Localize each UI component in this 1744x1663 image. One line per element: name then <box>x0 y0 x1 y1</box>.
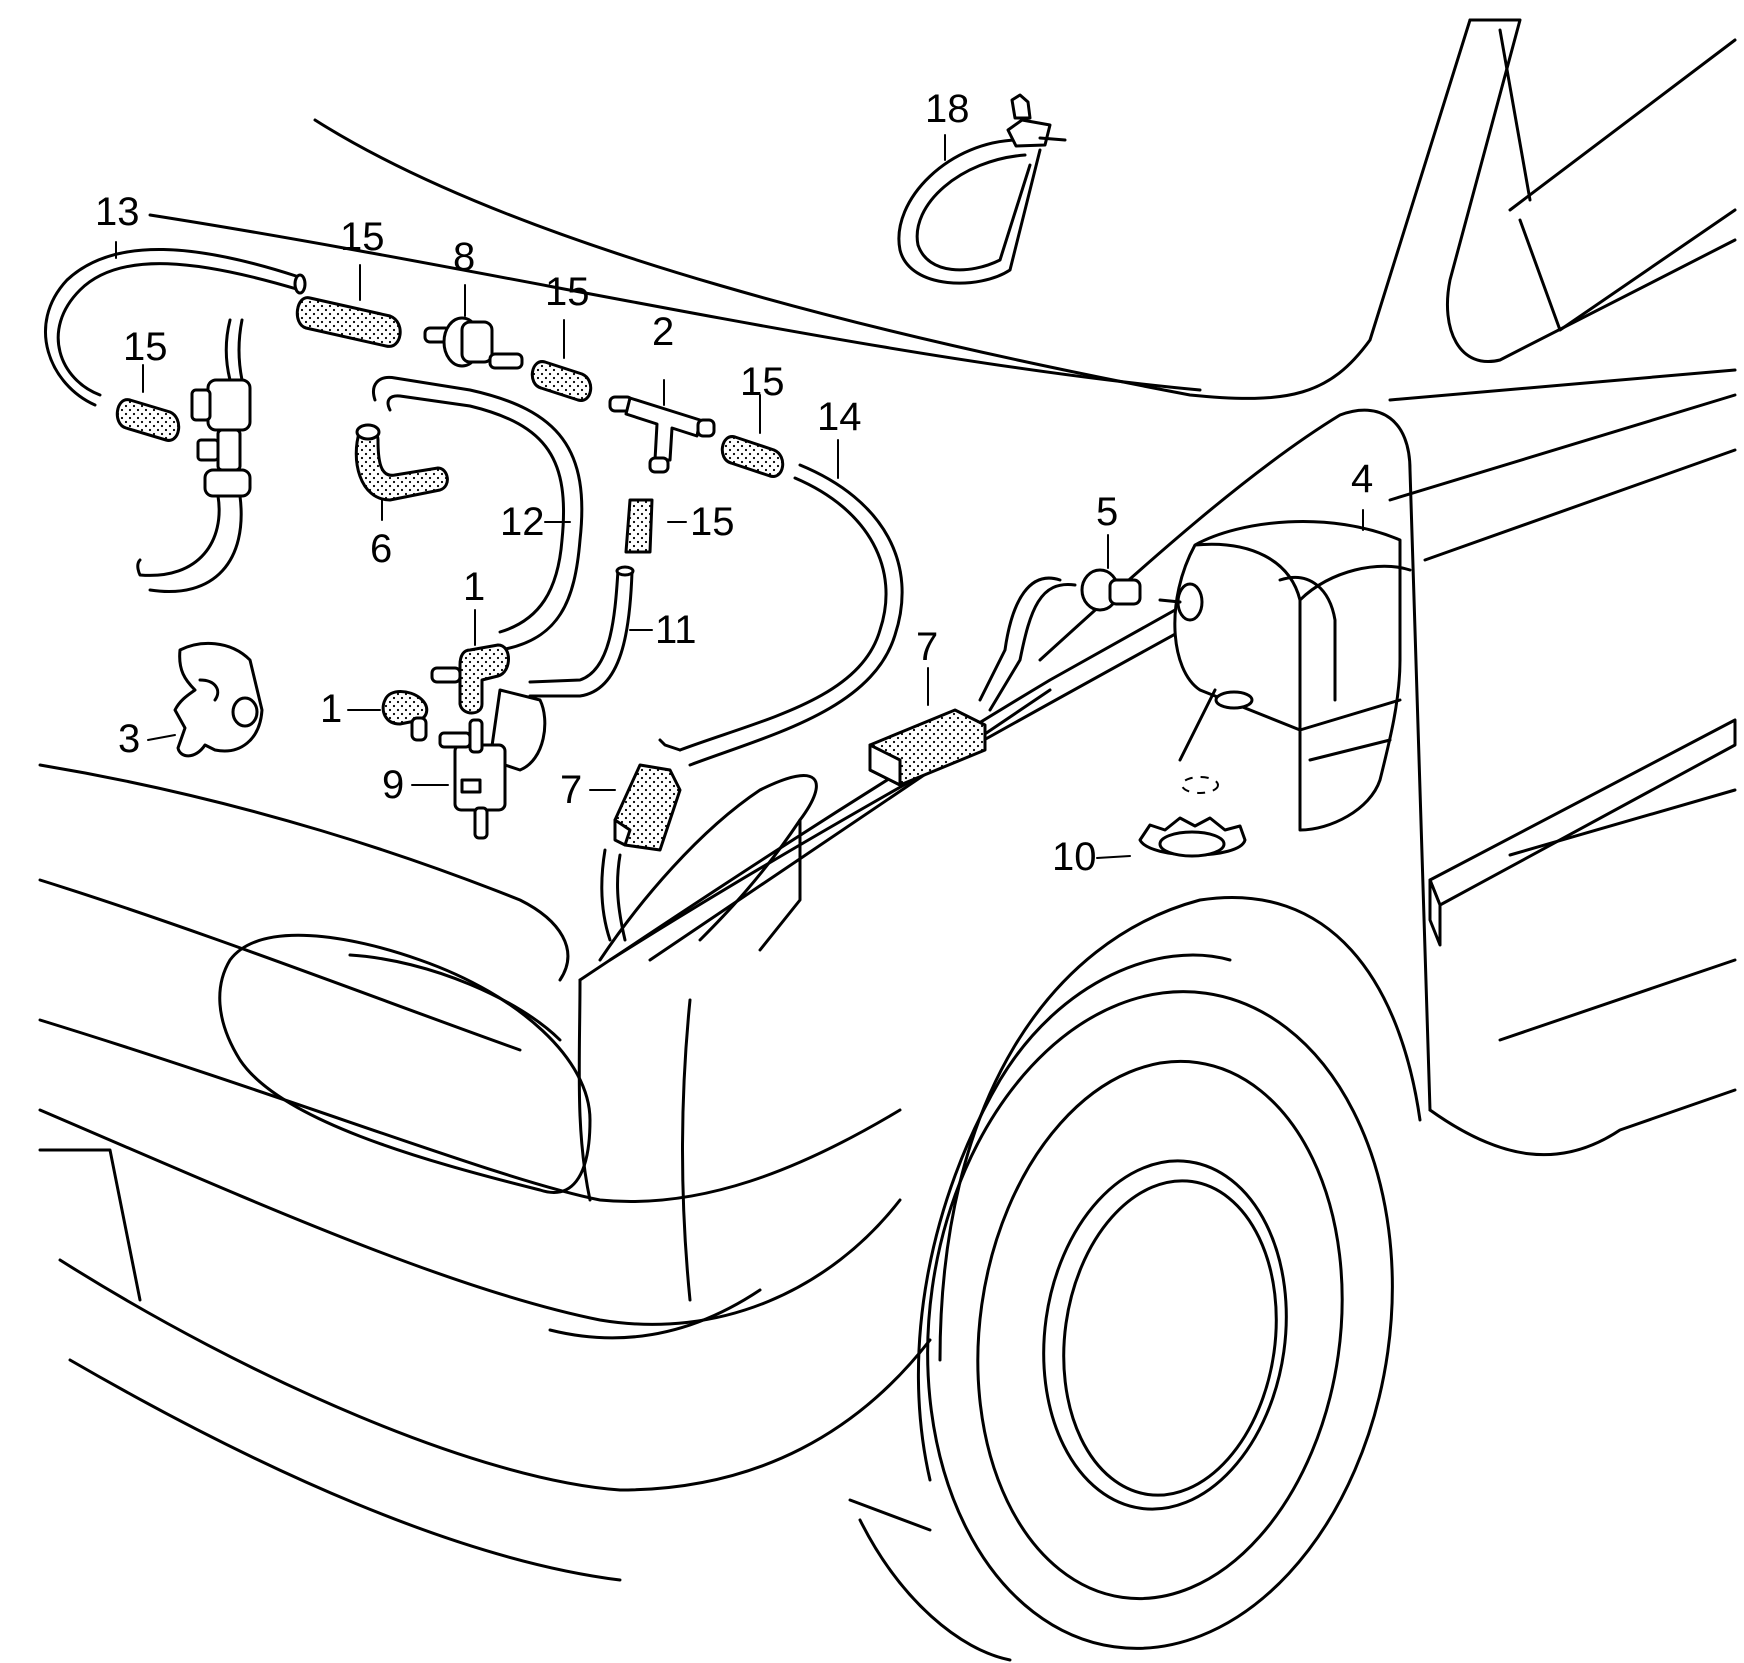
callout-12: 12 <box>500 500 545 544</box>
callout-3: 3 <box>118 717 140 761</box>
callout-1: 1 <box>320 687 342 731</box>
callout-15: 15 <box>740 360 785 404</box>
car-body-outline <box>38 18 1737 1662</box>
callout-15: 15 <box>545 270 590 314</box>
hose-11 <box>528 565 635 698</box>
callout-labels: 13 15 8 15 2 15 14 15 18 6 12 15 1 11 1 … <box>95 87 1373 879</box>
hose-clip-3 <box>173 641 264 758</box>
callout-11: 11 <box>655 608 697 652</box>
callout-18: 18 <box>925 87 970 131</box>
hose-13 <box>44 248 307 407</box>
callout-7: 7 <box>560 768 582 812</box>
washer-pump-grommet <box>978 568 1182 712</box>
callout-8: 8 <box>453 235 475 279</box>
callout-4: 4 <box>1351 457 1373 501</box>
callout-1: 1 <box>463 565 485 609</box>
washer-reservoir <box>1173 520 1412 832</box>
hose-12 <box>372 375 584 652</box>
callout-7: 7 <box>916 625 938 669</box>
reservoir-cap <box>1138 776 1247 858</box>
check-valve-8 <box>423 316 524 370</box>
callout-15: 15 <box>340 215 385 259</box>
left-check-valve <box>136 318 252 593</box>
callout-5: 5 <box>1096 490 1118 534</box>
callout-6: 6 <box>370 527 392 571</box>
foam-blocks-7 <box>600 708 987 942</box>
elbow-connectors-1 <box>381 643 510 742</box>
callout-2: 2 <box>652 310 674 354</box>
t-connector-2 <box>608 395 716 474</box>
foam-sleeves <box>115 296 785 554</box>
valve-9 <box>438 688 547 840</box>
callout-15: 15 <box>123 325 168 369</box>
elbow-hose-6 <box>354 423 449 502</box>
callout-10: 10 <box>1052 835 1097 879</box>
callout-14: 14 <box>817 395 862 439</box>
hose-14 <box>658 463 904 767</box>
callout-leaders <box>115 134 1364 859</box>
callout-13: 13 <box>95 190 140 234</box>
callout-15: 15 <box>690 500 735 544</box>
callout-9: 9 <box>382 763 404 807</box>
cable-tie <box>897 93 1067 285</box>
